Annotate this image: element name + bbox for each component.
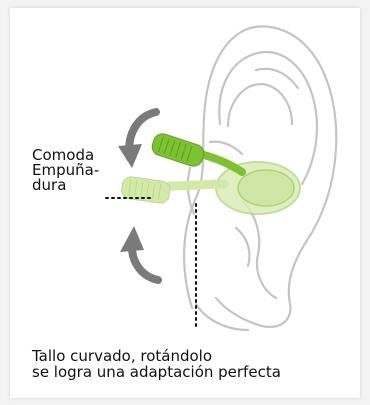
rotate-up-arrow-icon <box>118 112 156 168</box>
stem-caption: Tallo curvado, rotándolo se logra una ad… <box>32 348 281 380</box>
handle-label-line3: dura <box>32 178 99 193</box>
handle-label: Comoda Empuña- dura <box>32 148 99 193</box>
earplug-light <box>120 162 300 214</box>
diagram-card: Comoda Empuña- dura Tallo curvado, rotán… <box>10 8 360 398</box>
caption-line2: se logra una adaptación perfecta <box>32 364 281 380</box>
rotate-down-arrow-icon <box>120 226 158 280</box>
earplug-diagram <box>10 8 360 398</box>
caption-line1: Tallo curvado, rotándolo <box>32 348 281 364</box>
earplug-dark <box>150 132 242 172</box>
